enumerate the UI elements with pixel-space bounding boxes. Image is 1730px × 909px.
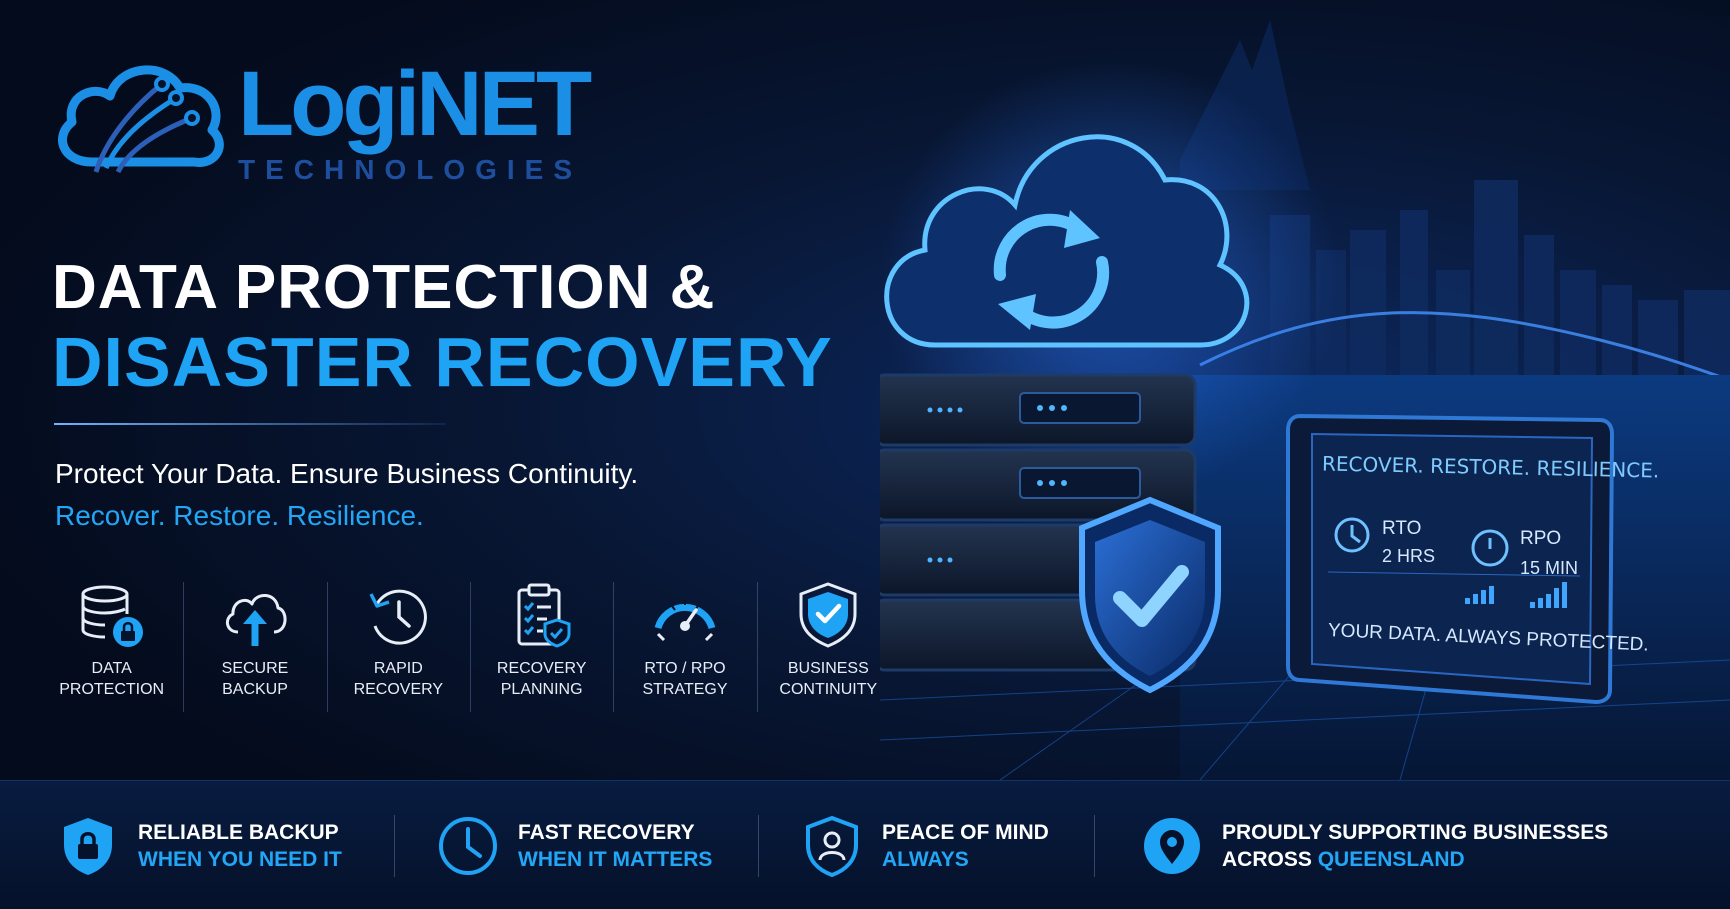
benefit-subtitle-prefix: ACROSS xyxy=(1222,848,1318,871)
feature-secure-backup: SECURE BACKUP xyxy=(183,578,326,714)
divider xyxy=(54,423,446,425)
feature-label: BUSINESS CONTINUITY xyxy=(779,660,878,698)
clock-icon xyxy=(1334,517,1370,553)
feature-recovery-planning: RECOVERY PLANNING xyxy=(469,578,613,714)
map-pin-icon xyxy=(1144,818,1200,874)
shield-lock-icon xyxy=(64,818,112,875)
rto-value: 2 HRS xyxy=(1382,546,1436,566)
tagline: Protect Your Data. Ensure Business Conti… xyxy=(55,458,639,489)
feature-label: RTO / RPO STRATEGY xyxy=(642,660,728,698)
logo-wordmark: LogiNET xyxy=(238,53,592,155)
feature-data-protection: DATA PROTECTION xyxy=(40,578,183,714)
feature-label: RAPID RECOVERY xyxy=(353,660,444,698)
clipboard-checklist-icon xyxy=(517,583,571,648)
benefit-subtitle-highlight: QUEENSLAND xyxy=(1317,848,1465,871)
feature-rapid-recovery: RAPID RECOVERY xyxy=(326,578,470,714)
shield-check-large-icon xyxy=(1079,496,1221,694)
cloud-circuit-logo-icon xyxy=(58,65,224,174)
rpo-label: RPO xyxy=(1520,528,1562,549)
logo-subtitle: TECHNOLOGIES xyxy=(238,154,583,185)
benefit-title: PROUDLY SUPPORTING BUSINESSES xyxy=(1222,821,1609,844)
headline-line-1: DATA PROTECTION & xyxy=(52,253,716,322)
shield-check-icon xyxy=(799,582,857,648)
database-lock-icon xyxy=(81,585,143,647)
gauge-icon xyxy=(654,600,716,642)
benefit-divider xyxy=(394,815,395,877)
benefit-reliable-backup: RELIABLE BACKUP WHEN YOU NEED IT xyxy=(56,811,342,881)
headline-line-2: DISASTER RECOVERY xyxy=(52,323,833,401)
benefit-fast-recovery: FAST RECOVERY WHEN IT MATTERS xyxy=(436,811,712,881)
benefit-divider xyxy=(758,815,759,877)
feature-list: DATA PROTECTION SECURE BACKUP RAPID RECO… xyxy=(40,578,900,714)
feature-business-continuity: BUSINESS CONTINUITY xyxy=(756,578,900,714)
benefit-title: PEACE OF MIND xyxy=(882,821,1049,844)
illustration xyxy=(880,20,1730,780)
timer-icon xyxy=(1471,529,1509,567)
rto-label: RTO xyxy=(1382,518,1422,539)
sync-arrows-icon xyxy=(993,213,1110,329)
clock-restore-icon xyxy=(369,589,428,645)
shield-user-icon xyxy=(806,815,858,878)
benefit-subtitle: ALWAYS xyxy=(882,848,969,871)
benefit-subtitle: ACROSS QUEENSLAND xyxy=(1222,846,1608,873)
benefits-bar: RELIABLE BACKUP WHEN YOU NEED IT FAST RE… xyxy=(0,780,1730,909)
rpo-value: 15 MIN xyxy=(1520,558,1579,578)
feature-rto-rpo-strategy: RTO / RPO STRATEGY xyxy=(613,578,756,714)
tagline-accent: Recover. Restore. Resilience. xyxy=(55,500,424,531)
benefit-title: FAST RECOVERY xyxy=(518,821,695,844)
monitor xyxy=(1286,413,1615,705)
feature-label: DATA PROTECTION xyxy=(59,660,165,698)
cloud-upload-icon xyxy=(225,594,287,646)
benefit-divider xyxy=(1094,815,1095,877)
benefit-subtitle: WHEN IT MATTERS xyxy=(518,848,713,871)
logo: LogiNET TECHNOLOGIES xyxy=(52,44,592,194)
benefit-subtitle: WHEN YOU NEED IT xyxy=(138,848,342,871)
benefit-title: RELIABLE BACKUP xyxy=(138,821,339,844)
clock-icon xyxy=(439,817,497,875)
feature-label: RECOVERY PLANNING xyxy=(496,660,587,698)
feature-label: SECURE BACKUP xyxy=(221,660,289,698)
benefit-peace-of-mind: PEACE OF MIND ALWAYS xyxy=(800,811,1049,881)
benefit-queensland: PROUDLY SUPPORTING BUSINESSES ACROSS QUE… xyxy=(1140,811,1608,881)
